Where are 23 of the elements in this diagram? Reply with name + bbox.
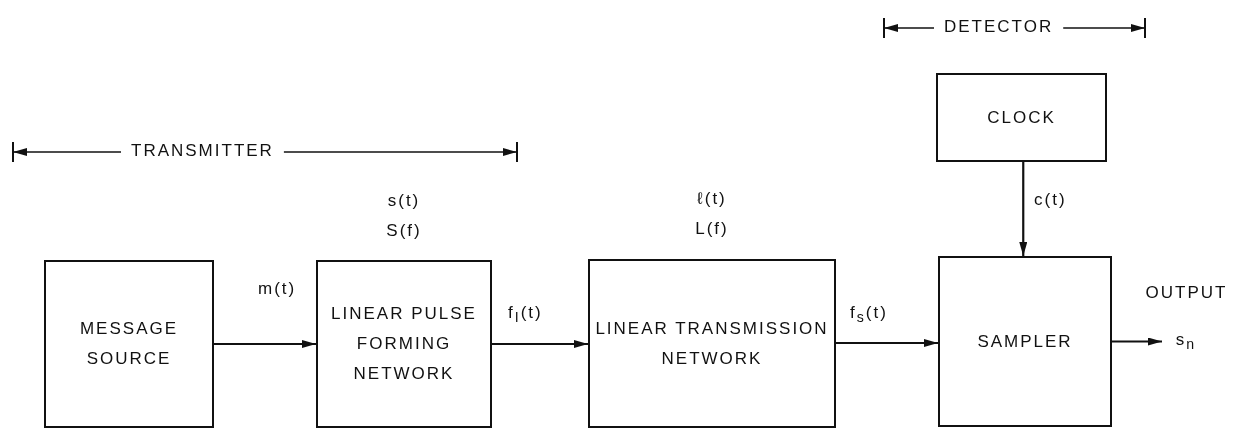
signal-label: s(t): [386, 190, 422, 212]
signal-label: S(f): [385, 220, 423, 242]
process-box: [936, 73, 1107, 162]
box-label: LINEAR PULSE FORMING NETWORK: [330, 303, 478, 385]
process-box: [938, 256, 1112, 427]
signal-label: s$_{n}$: [1175, 328, 1197, 355]
arrow: [1019, 162, 1028, 256]
signal-label: OUTPUT: [1144, 282, 1229, 304]
box-label: SAMPLER: [977, 330, 1073, 353]
edge-label: c(t): [1034, 190, 1067, 210]
signal-label: L(f): [694, 218, 730, 240]
box-label: LINEAR TRANSMISSION NETWORK: [594, 317, 830, 370]
signal-label: ℓ(t): [696, 188, 728, 210]
arrow: [836, 339, 938, 347]
process-box: [44, 260, 214, 428]
process-box: [316, 260, 492, 428]
box-label: CLOCK: [987, 106, 1056, 129]
process-box: [588, 259, 836, 428]
arrow: [1112, 337, 1162, 346]
box-label: MESSAGE SOURCE: [78, 318, 180, 370]
arrow: [492, 340, 588, 348]
arrow: [214, 340, 316, 348]
edge-label: m(t): [258, 279, 297, 299]
